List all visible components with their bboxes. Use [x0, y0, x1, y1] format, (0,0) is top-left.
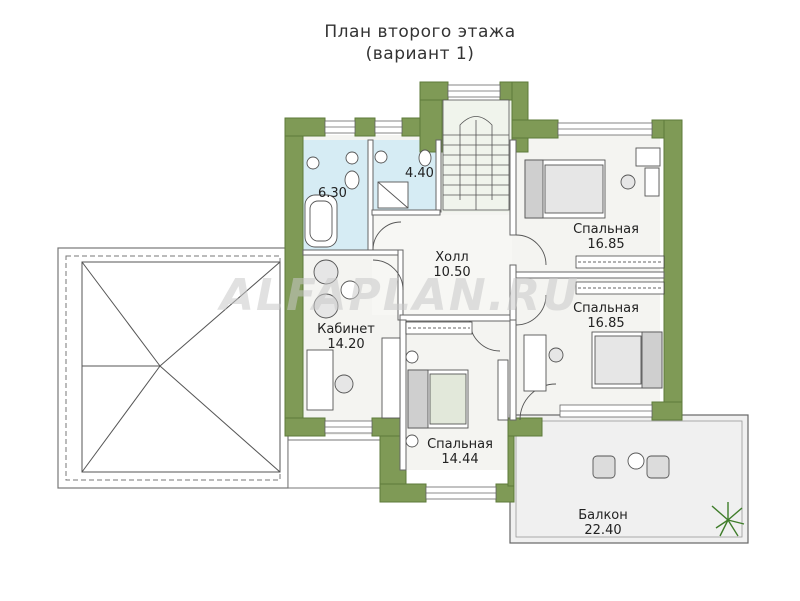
windows	[324, 84, 653, 500]
room-study-area: 14.20	[327, 337, 365, 352]
plan-subtitle: (вариант 1)	[365, 44, 475, 64]
room-bedroom-e-area: 16.85	[587, 316, 625, 331]
room-balcony-label: Балкон 22.40	[568, 508, 638, 538]
room-bath1-label: 6.30	[318, 186, 347, 201]
room-bath1-area: 6.30	[318, 186, 347, 201]
bedroom-ne-furniture	[524, 147, 661, 219]
room-bath2-label: 4.40	[405, 166, 434, 181]
watermark: ALFAPLAN.RU	[219, 270, 580, 321]
room-hall-name: Холл	[435, 250, 469, 265]
room-balcony-name: Балкон	[578, 508, 628, 523]
room-bedroom-ne-label: Спальная 16.85	[566, 222, 646, 252]
room-bedroom-s-area: 14.44	[441, 452, 479, 467]
bedroom-s-furniture	[405, 350, 509, 448]
plant-icon	[711, 502, 745, 537]
bath-fixtures	[304, 149, 432, 248]
room-bedroom-ne-name: Спальная	[573, 222, 639, 237]
doors	[372, 221, 557, 421]
room-hall-area: 10.50	[433, 265, 471, 280]
interior-walls	[302, 139, 665, 471]
room-bedroom-ne-area: 16.85	[587, 237, 625, 252]
balcony-furniture	[592, 452, 745, 537]
plan-title: План второго этажа	[324, 22, 516, 42]
room-study-name: Кабинет	[317, 322, 375, 337]
bedroom-e-furniture	[523, 331, 663, 392]
garage-roof	[57, 247, 381, 489]
staircase	[442, 99, 510, 211]
room-bedroom-e-name: Спальная	[573, 301, 639, 316]
room-bedroom-s-name: Спальная	[427, 437, 493, 452]
room-bedroom-e-label: Спальная 16.85	[566, 301, 646, 331]
study-furniture	[306, 259, 401, 419]
wardrobes	[405, 255, 665, 335]
room-study-label: Кабинет 14.20	[308, 322, 384, 352]
room-bath2-area: 4.40	[405, 166, 434, 181]
room-balcony-area: 22.40	[584, 523, 622, 538]
room-hall-label: Холл 10.50	[432, 250, 472, 280]
room-bedroom-s-label: Спальная 14.44	[420, 437, 500, 467]
